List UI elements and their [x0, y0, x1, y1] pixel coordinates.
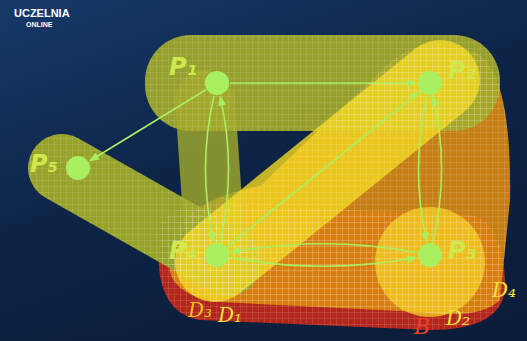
- set-label: D₁: [218, 305, 242, 325]
- set-label: D₂: [446, 308, 470, 328]
- directed-edge: [418, 96, 427, 242]
- directed-edge: [227, 92, 419, 247]
- directed-edge: [205, 96, 214, 242]
- graph-vertex: P₄: [205, 243, 229, 267]
- directed-edge: [220, 97, 229, 243]
- set-label: D₄: [492, 280, 516, 300]
- vertex-label: P₅: [30, 152, 58, 176]
- vertex-label: P₃: [448, 239, 476, 263]
- directed-edge: [230, 257, 416, 266]
- vertex-label: P₂: [448, 59, 476, 83]
- vertex-label: P₄: [169, 239, 197, 263]
- graph-vertex: P₃: [418, 243, 442, 267]
- logo-text: UCZELNIA: [14, 8, 70, 19]
- vertex-label: P₁: [169, 55, 197, 79]
- graph-vertex: P₁: [205, 71, 229, 95]
- directed-edge: [90, 90, 206, 161]
- set-label: B: [414, 316, 430, 338]
- directed-edge: [230, 82, 416, 84]
- logo-text: ONLINE: [26, 21, 52, 28]
- directed-edge: [231, 244, 417, 253]
- graph-vertex: P₂: [418, 71, 442, 95]
- graph-vertex: P₅: [66, 156, 90, 180]
- set-label: D₃: [188, 300, 212, 320]
- directed-edge: [433, 97, 442, 243]
